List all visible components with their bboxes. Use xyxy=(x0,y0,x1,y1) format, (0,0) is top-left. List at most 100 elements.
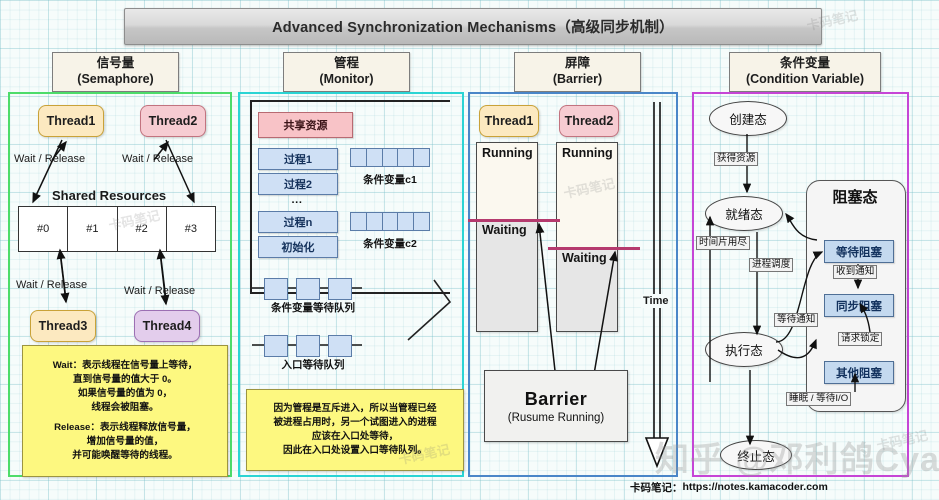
barrier-thread1-running-label: Running xyxy=(482,146,533,160)
barrier-thread2-waiting-label: Waiting xyxy=(562,251,607,265)
thread-node-thread1: Thread1 xyxy=(38,105,104,137)
panel-monitor xyxy=(238,92,464,477)
c1-slot xyxy=(367,149,383,166)
monitor-note-line-4: 因此在入口处设置入口等待队列。 xyxy=(283,444,427,456)
edge-label-process-scheduling: 进程调度 xyxy=(749,258,794,272)
edge-label-sleep-wait-io: 睡眠 / 等待I/O xyxy=(786,392,852,406)
monitor-note-line-3: 应该在入口处等待， xyxy=(311,431,399,442)
resource-cell-3: #3 xyxy=(184,223,197,235)
blocked-state-title: 阻塞态 xyxy=(832,188,878,206)
cond-wait-queue-label: 条件变量等待队列 xyxy=(271,301,355,314)
cond-queue-node xyxy=(264,278,288,300)
barrier-thread1-lane: Running Waiting xyxy=(476,142,538,332)
blocked-state-sync: 同步阻塞 xyxy=(824,294,894,317)
cond-queue-node xyxy=(328,278,352,300)
edge-label-wait-release-4: Wait / Release xyxy=(124,285,196,297)
barrier-box-subtitle: (Rusume Running) xyxy=(507,411,605,424)
edge-label-wait-release-3: Wait / Release xyxy=(16,279,88,291)
column-title-semaphore: 信号量 (Semaphore) xyxy=(52,52,179,92)
page-title: Advanced Synchronization Mechanisms（高级同步… xyxy=(124,8,822,45)
barrier-thread2-running-label: Running xyxy=(562,146,613,160)
edge-label-wait-notify: 等待通知 xyxy=(774,313,819,327)
monitor-note: 因为管程是互斥进入，所以当管程已经 被进程占用时，另一个试图进入的进程 应该在入… xyxy=(246,389,464,471)
monitor-procedure-1: 过程1 xyxy=(258,148,338,170)
footer-credit: 卡码笔记： https://notes.kamacoder.com xyxy=(630,479,935,495)
edge-label-acquire-resource: 获得资源 xyxy=(714,152,759,166)
condition-variable-edges xyxy=(705,134,871,446)
thread-node-thread2: Thread2 xyxy=(140,105,206,137)
thread-node-thread4: Thread4 xyxy=(134,310,200,342)
blocked-state-waiting: 等待阻塞 xyxy=(824,240,894,263)
time-axis-label: Time xyxy=(641,294,671,308)
semaphore-note-line-2: 直到信号量的值大于 0。 xyxy=(73,373,177,385)
state-node-ready: 就绪态 xyxy=(705,196,783,231)
barrier-box: Barrier (Rusume Running) xyxy=(484,370,628,442)
condition-variable-c1-label: 条件变量c1 xyxy=(363,173,417,186)
semaphore-note-line-3: 如果信号量的值为 0， xyxy=(77,387,173,399)
barrier-sync-line-1 xyxy=(468,219,560,222)
column-title-condition-variable: 条件变量 (Condition Variable) xyxy=(729,52,881,92)
condition-variable-c2-slots xyxy=(350,212,430,231)
resource-cell-1: #1 xyxy=(68,207,118,251)
resource-cell-0: #0 xyxy=(19,207,69,251)
entry-queue-node xyxy=(296,335,320,357)
column-title-condition-en: (Condition Variable) xyxy=(745,72,865,86)
state-node-terminated: 终止态 xyxy=(720,440,792,470)
monitor-procedure-n: 过程n xyxy=(258,211,338,233)
edge-label-time-slice-expired: 时间片用尽 xyxy=(696,236,750,250)
c1-slot xyxy=(383,149,399,166)
shared-resources-table: #0 #1 #2 #3 xyxy=(18,206,216,252)
time-axis-arrow xyxy=(644,102,670,469)
blocked-state-other: 其他阻塞 xyxy=(824,361,894,384)
barrier-thread1-waiting-region xyxy=(477,221,537,331)
semaphore-note-line-1: Wait：表示线程在信号量上等待， xyxy=(52,359,198,371)
column-title-semaphore-en: (Semaphore) xyxy=(77,72,154,86)
barrier-thread2-lane: Running Waiting xyxy=(556,142,618,332)
barrier-sync-line-2 xyxy=(548,247,640,250)
c2-slot xyxy=(398,213,415,230)
monitor-note-line-1: 因为管程是互斥进入，所以当管程已经 xyxy=(273,403,437,415)
semaphore-note: Wait：表示线程在信号量上等待， 直到信号量的值大于 0。 如果信号量的值为 … xyxy=(22,345,228,477)
barrier-thread1-waiting-label: Waiting xyxy=(482,223,527,237)
c2-slot xyxy=(383,213,399,230)
semaphore-note-line-5: Release：表示线程释放信号量， xyxy=(54,422,196,434)
panel-condition-variable xyxy=(692,92,909,477)
column-title-monitor-en: (Monitor) xyxy=(319,72,374,86)
panel-barrier xyxy=(468,92,678,477)
shared-resources-label: Shared Resources xyxy=(52,188,167,203)
barrier-box-title: Barrier xyxy=(524,388,588,409)
column-title-condition-cn: 条件变量 xyxy=(779,56,830,71)
footer-credit-url: https://notes.kamacoder.com xyxy=(682,481,828,493)
entry-queue-node xyxy=(264,335,288,357)
edge-label-wait-release-1: Wait / Release xyxy=(14,153,86,165)
thread-node-thread3: Thread3 xyxy=(30,310,96,342)
condition-variable-c1-slots xyxy=(350,148,430,167)
monitor-shared-resource: 共享资源 xyxy=(258,112,353,138)
semaphore-arrows xyxy=(32,139,195,306)
c2-slot xyxy=(367,213,383,230)
state-node-running: 执行态 xyxy=(705,332,783,367)
entry-queue-node xyxy=(328,335,352,357)
monitor-procedure-init: 初始化 xyxy=(258,236,338,258)
column-title-barrier: 屏障 (Barrier) xyxy=(514,52,641,92)
c1-slot xyxy=(351,149,367,166)
semaphore-note-line-4: 线程会被阻塞。 xyxy=(91,401,159,413)
entry-wait-queue-label: 入口等待队列 xyxy=(281,358,345,371)
column-title-barrier-en: (Barrier) xyxy=(552,72,603,86)
footer-credit-cn: 卡码笔记： xyxy=(630,481,683,494)
barrier-thread1-node: Thread1 xyxy=(479,105,539,137)
barrier-arrows xyxy=(535,222,618,381)
monitor-procedure-ellipsis: ··· xyxy=(291,197,303,209)
semaphore-note-line-7: 并可能唤醒等待的线程。 xyxy=(72,450,178,462)
edge-label-request-lock: 请求锁定 xyxy=(838,332,883,346)
monitor-procedure-2: 过程2 xyxy=(258,173,338,195)
column-title-semaphore-cn: 信号量 xyxy=(96,56,135,71)
resource-cell-2: #2 xyxy=(118,207,167,251)
semaphore-note-line-6: 增加信号量的值， xyxy=(86,436,164,448)
condition-variable-c2-label: 条件变量c2 xyxy=(363,237,417,250)
state-node-created: 创建态 xyxy=(709,101,787,136)
cond-queue-node xyxy=(296,278,320,300)
c2-slot xyxy=(351,213,367,230)
barrier-thread2-waiting-region xyxy=(557,249,617,331)
column-title-monitor: 管程 (Monitor) xyxy=(283,52,410,92)
